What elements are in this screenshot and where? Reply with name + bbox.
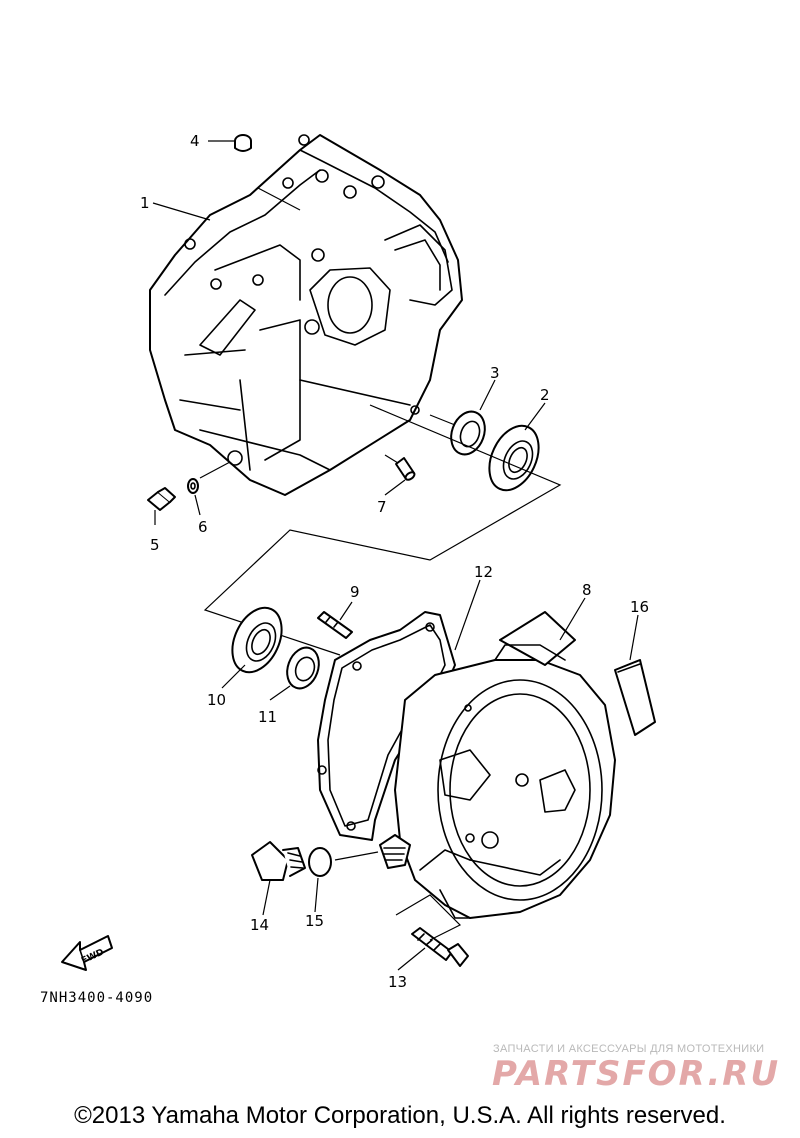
assembly-leader-line-1 bbox=[257, 187, 301, 211]
watermark-logo: PARTSFOR.RU bbox=[492, 1054, 781, 1094]
plug-bolt-part-5 bbox=[147, 487, 176, 511]
dowel-pin-part-9 bbox=[317, 611, 353, 639]
callout-13: 13 bbox=[388, 973, 407, 991]
crankcase-part-1 bbox=[149, 134, 463, 496]
watermark-tagline: ЗАПЧАСТИ И АКСЕССУАРЫ ДЛЯ МОТОТЕХНИКИ bbox=[493, 1043, 765, 1055]
callout-4: 4 bbox=[190, 132, 200, 150]
callout-11: 11 bbox=[258, 708, 277, 726]
callout-15: 15 bbox=[305, 912, 324, 930]
assembly-leader-line-upper bbox=[203, 404, 562, 656]
o-ring-part-15 bbox=[308, 847, 332, 877]
callout-3: 3 bbox=[490, 364, 500, 382]
dowel-pin-part-7 bbox=[395, 457, 416, 481]
assembly-leader-line-4 bbox=[429, 414, 456, 426]
callout-7: 7 bbox=[377, 498, 387, 516]
crankcase-cover-part-8 bbox=[379, 611, 616, 919]
copyright-notice: ©2013 Yamaha Motor Corporation, U.S.A. A… bbox=[74, 1102, 726, 1129]
callout-12: 12 bbox=[474, 563, 493, 581]
gasket-washer-part-6 bbox=[187, 478, 199, 494]
callout-2: 2 bbox=[540, 386, 550, 404]
callout-1: 1 bbox=[140, 194, 150, 212]
callout-10: 10 bbox=[207, 691, 226, 709]
assembly-leader-line-3 bbox=[384, 454, 399, 464]
bearing-part-10 bbox=[231, 606, 283, 674]
filler-leader-line bbox=[334, 851, 379, 861]
diagram-code: 7NH3400-4090 bbox=[40, 990, 154, 1006]
fwd-arrow-icon: FWD bbox=[61, 935, 113, 971]
gasket-part-12 bbox=[317, 611, 456, 841]
callout-5: 5 bbox=[150, 536, 160, 554]
callout-leaders bbox=[152, 140, 639, 971]
bearing-part-2 bbox=[488, 424, 540, 492]
bolt-leader-line bbox=[395, 894, 462, 941]
callout-16: 16 bbox=[630, 598, 649, 616]
damper-part-4 bbox=[234, 134, 252, 152]
oil-seal-part-3 bbox=[450, 410, 486, 456]
callout-6: 6 bbox=[198, 518, 208, 536]
assembly-leader-line-2 bbox=[199, 461, 231, 479]
filler-cap-part-14 bbox=[251, 841, 306, 881]
callout-9: 9 bbox=[350, 583, 360, 601]
oil-seal-part-11 bbox=[286, 646, 320, 690]
callout-8: 8 bbox=[582, 581, 592, 599]
callout-14: 14 bbox=[250, 916, 269, 934]
plate-part-16 bbox=[614, 659, 656, 736]
flange-bolt-part-13 bbox=[411, 927, 469, 967]
